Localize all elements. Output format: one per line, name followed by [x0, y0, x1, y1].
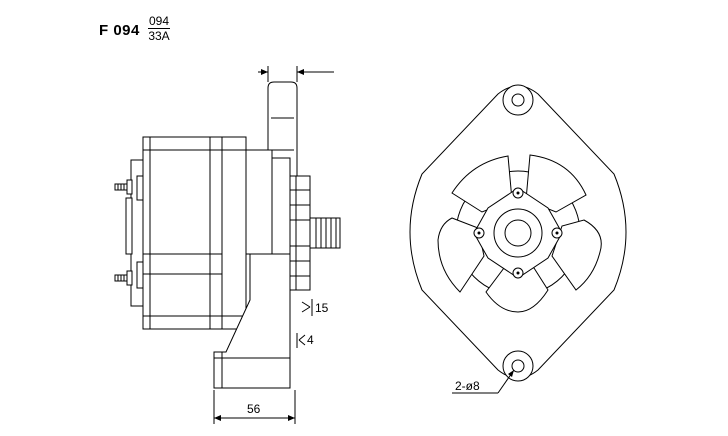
vane-left: [437, 217, 485, 293]
side-view: 15 4 56: [114, 66, 341, 424]
fraction-denominator: 33A: [148, 29, 170, 43]
fraction-numerator: 094: [148, 14, 171, 29]
model-fraction: 094 33A: [148, 14, 171, 43]
vane-bottom: [485, 267, 549, 313]
rear-stud-bottom: [114, 270, 133, 286]
model-title: F 094: [99, 22, 140, 39]
dimension-56-label: 56: [247, 402, 261, 416]
dimension-15-label: 15: [315, 301, 329, 315]
top-mount-hole: [511, 93, 525, 107]
hub-ring: [493, 208, 543, 258]
housing: [142, 136, 247, 330]
hole-callout: 2-ø8: [452, 369, 515, 394]
top-dimension: [258, 66, 334, 82]
front-view: 2-ø8: [409, 84, 627, 394]
lower-mount-foot: [213, 253, 291, 389]
hub-fasteners: [473, 187, 563, 279]
dimension-4-label: 4: [307, 333, 314, 347]
dimension-56: 56: [213, 390, 296, 424]
hole-callout-label: 2-ø8: [455, 379, 480, 393]
dimension-15: 15: [301, 299, 329, 316]
vane-top-right: [525, 154, 587, 213]
vane-right: [551, 219, 602, 291]
shaft-center: [504, 219, 532, 247]
bottom-mount-hole: [511, 359, 525, 373]
vane-top-left: [451, 155, 513, 213]
dimension-4: 4: [296, 333, 314, 348]
shaft: [309, 217, 341, 249]
rear-stud-top: [114, 179, 133, 195]
